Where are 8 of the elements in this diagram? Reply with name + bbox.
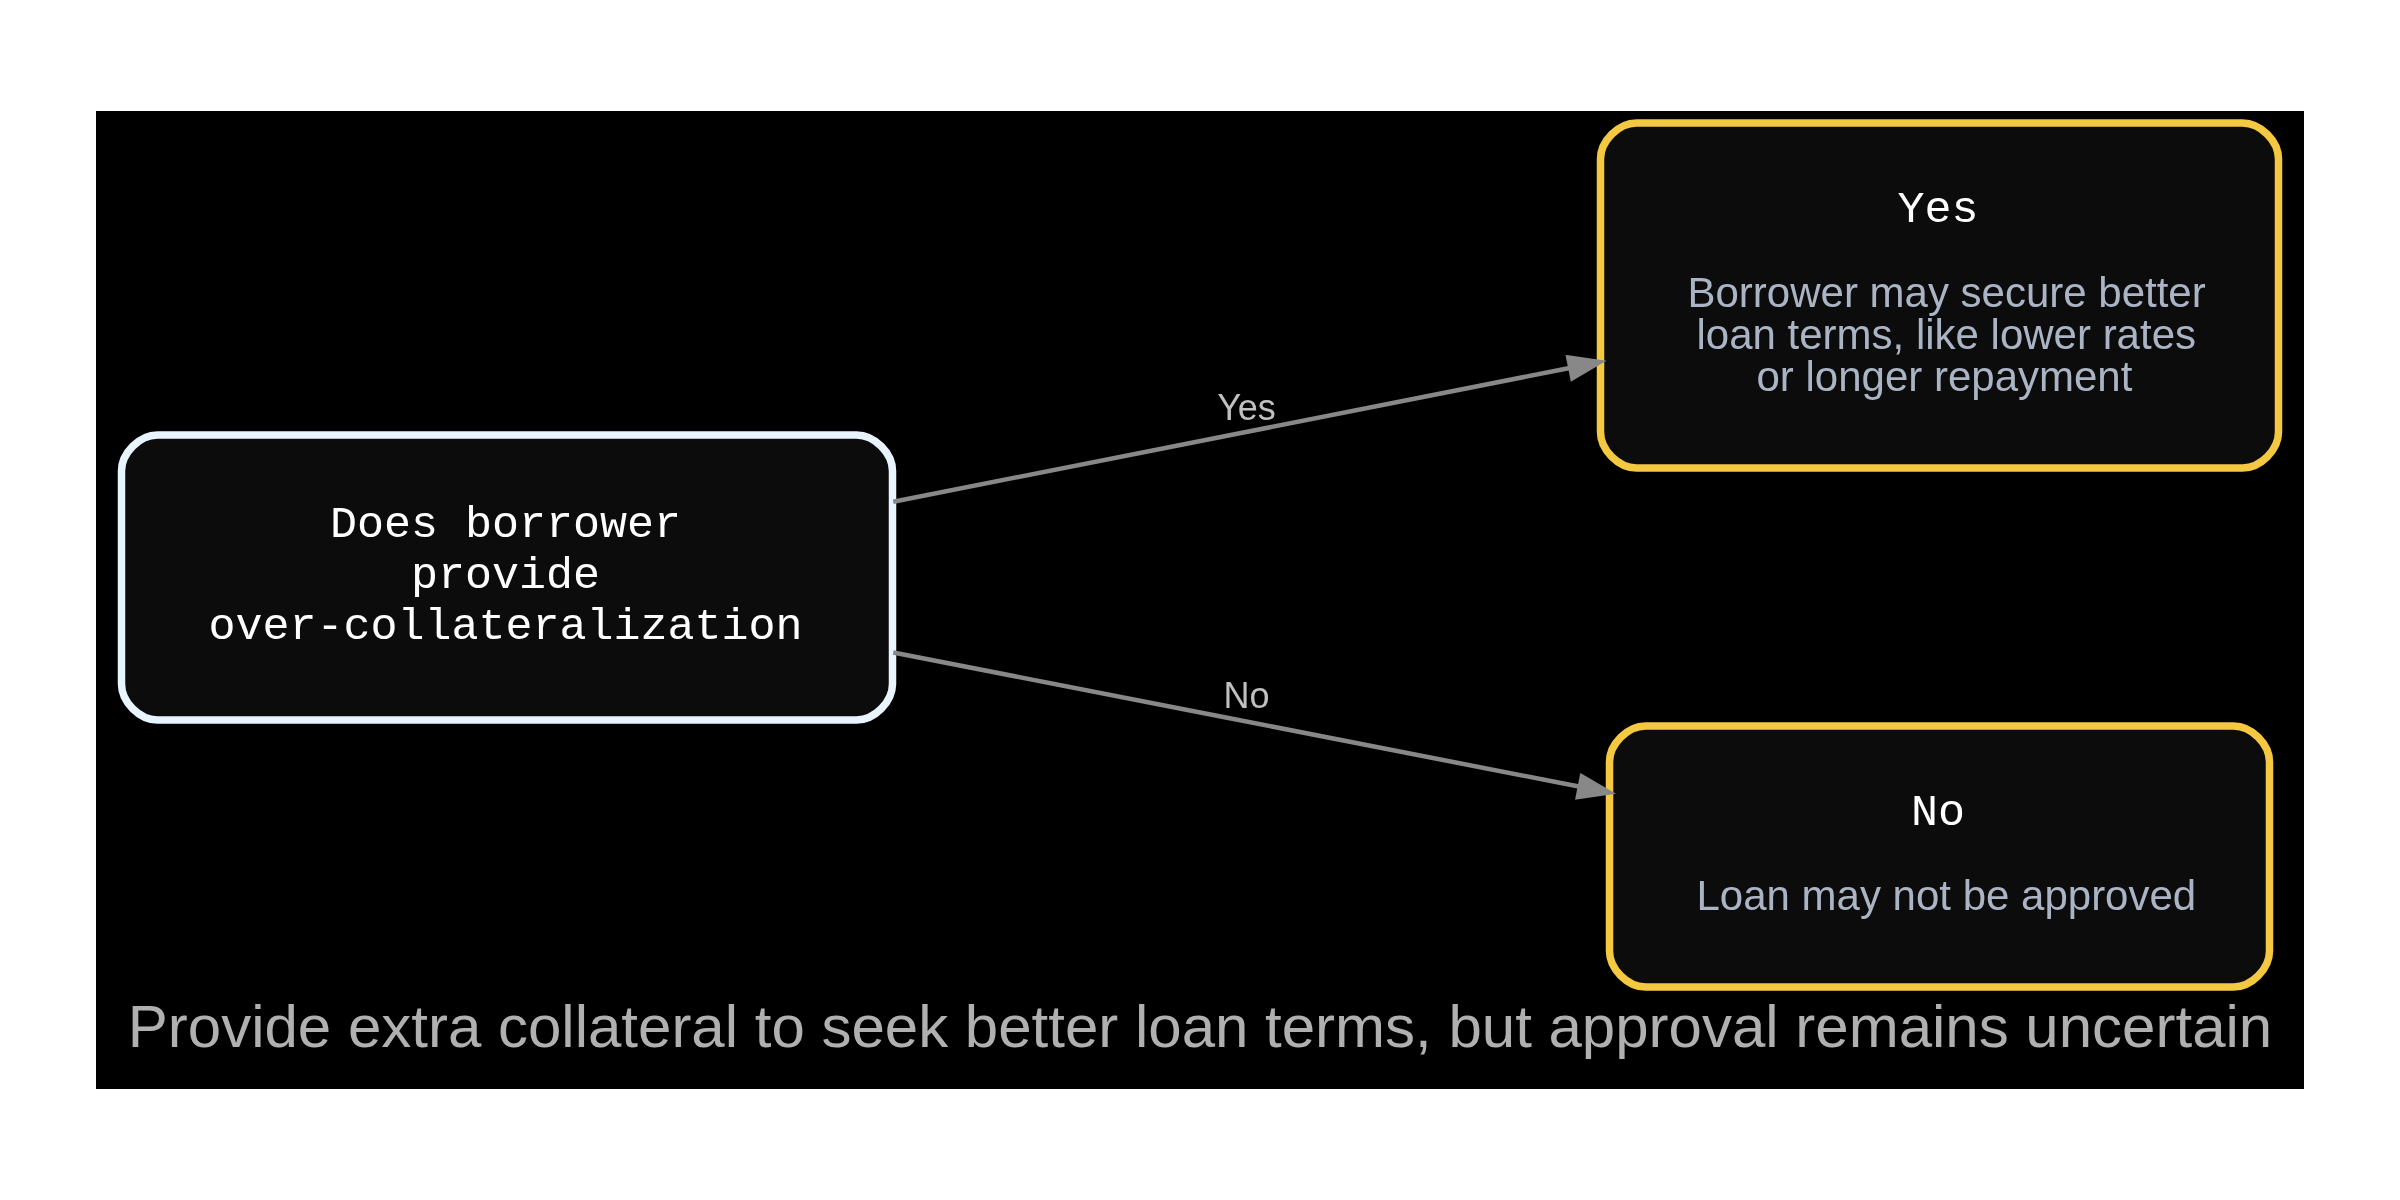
arrow — [892, 354, 1607, 504]
caption: Provide extra collateral to seek better loan terms, but approval remains uncertain — [127, 993, 2273, 1060]
node-box: Yes Borrower may secure better loan terms, like lower rates or longer repayment — [1596, 119, 2283, 472]
node-box: No Loan may not be approved — [1605, 722, 2274, 991]
node-box: Does borrower provide over-collateralization — [117, 431, 897, 724]
edge-label: Yes — [1217, 387, 1276, 429]
arrow — [892, 650, 1616, 800]
edge-label: No — [1223, 675, 1270, 717]
